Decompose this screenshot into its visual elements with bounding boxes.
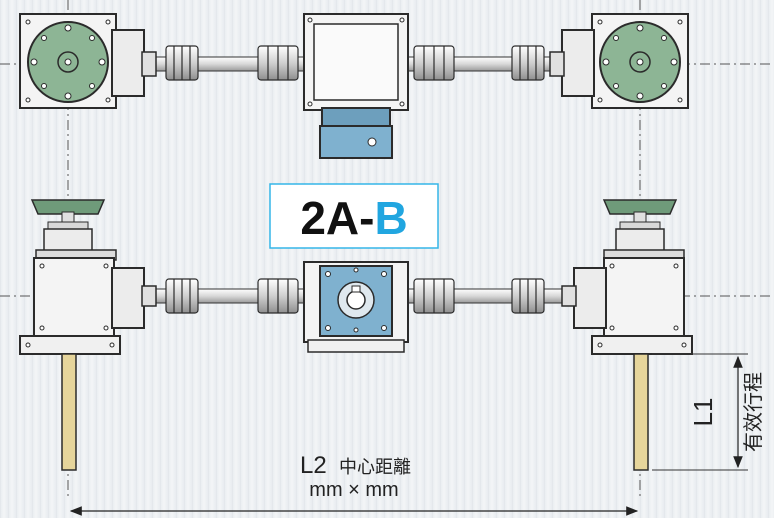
l1-label: L1: [688, 398, 718, 427]
bottom-center-gearbox: [303, 261, 409, 353]
l2-label: L2: [300, 452, 327, 479]
motor-body: [319, 125, 393, 159]
lead-screw: [61, 353, 77, 471]
handwheel: [30, 199, 106, 215]
top-right-jack: [549, 13, 689, 109]
svg-text:2A-B: 2A-B: [300, 192, 407, 244]
top-center-gearbox: [303, 13, 409, 159]
l1-description: 有效行程: [742, 372, 765, 452]
lead-screw: [633, 353, 649, 471]
top-couplings: [165, 45, 545, 81]
bottom-couplings: [165, 278, 545, 314]
handwheel: [602, 199, 678, 215]
bottom-left-jack: [19, 199, 157, 471]
l1-dimension: L1 有效行程: [652, 353, 765, 471]
l2-description: 中心距離: [339, 457, 411, 477]
bottom-row: [19, 199, 693, 471]
config-label-prefix: 2A-: [300, 192, 374, 244]
config-label-suffix: B: [374, 192, 407, 244]
top-row: [19, 13, 689, 159]
config-label: 2A-B: [269, 183, 439, 249]
bottom-right-jack: [561, 199, 693, 471]
top-left-jack: [19, 13, 157, 109]
l2-units: mm × mm: [309, 479, 398, 501]
l2-dimension: L2 中心距離 mm × mm: [69, 452, 639, 516]
